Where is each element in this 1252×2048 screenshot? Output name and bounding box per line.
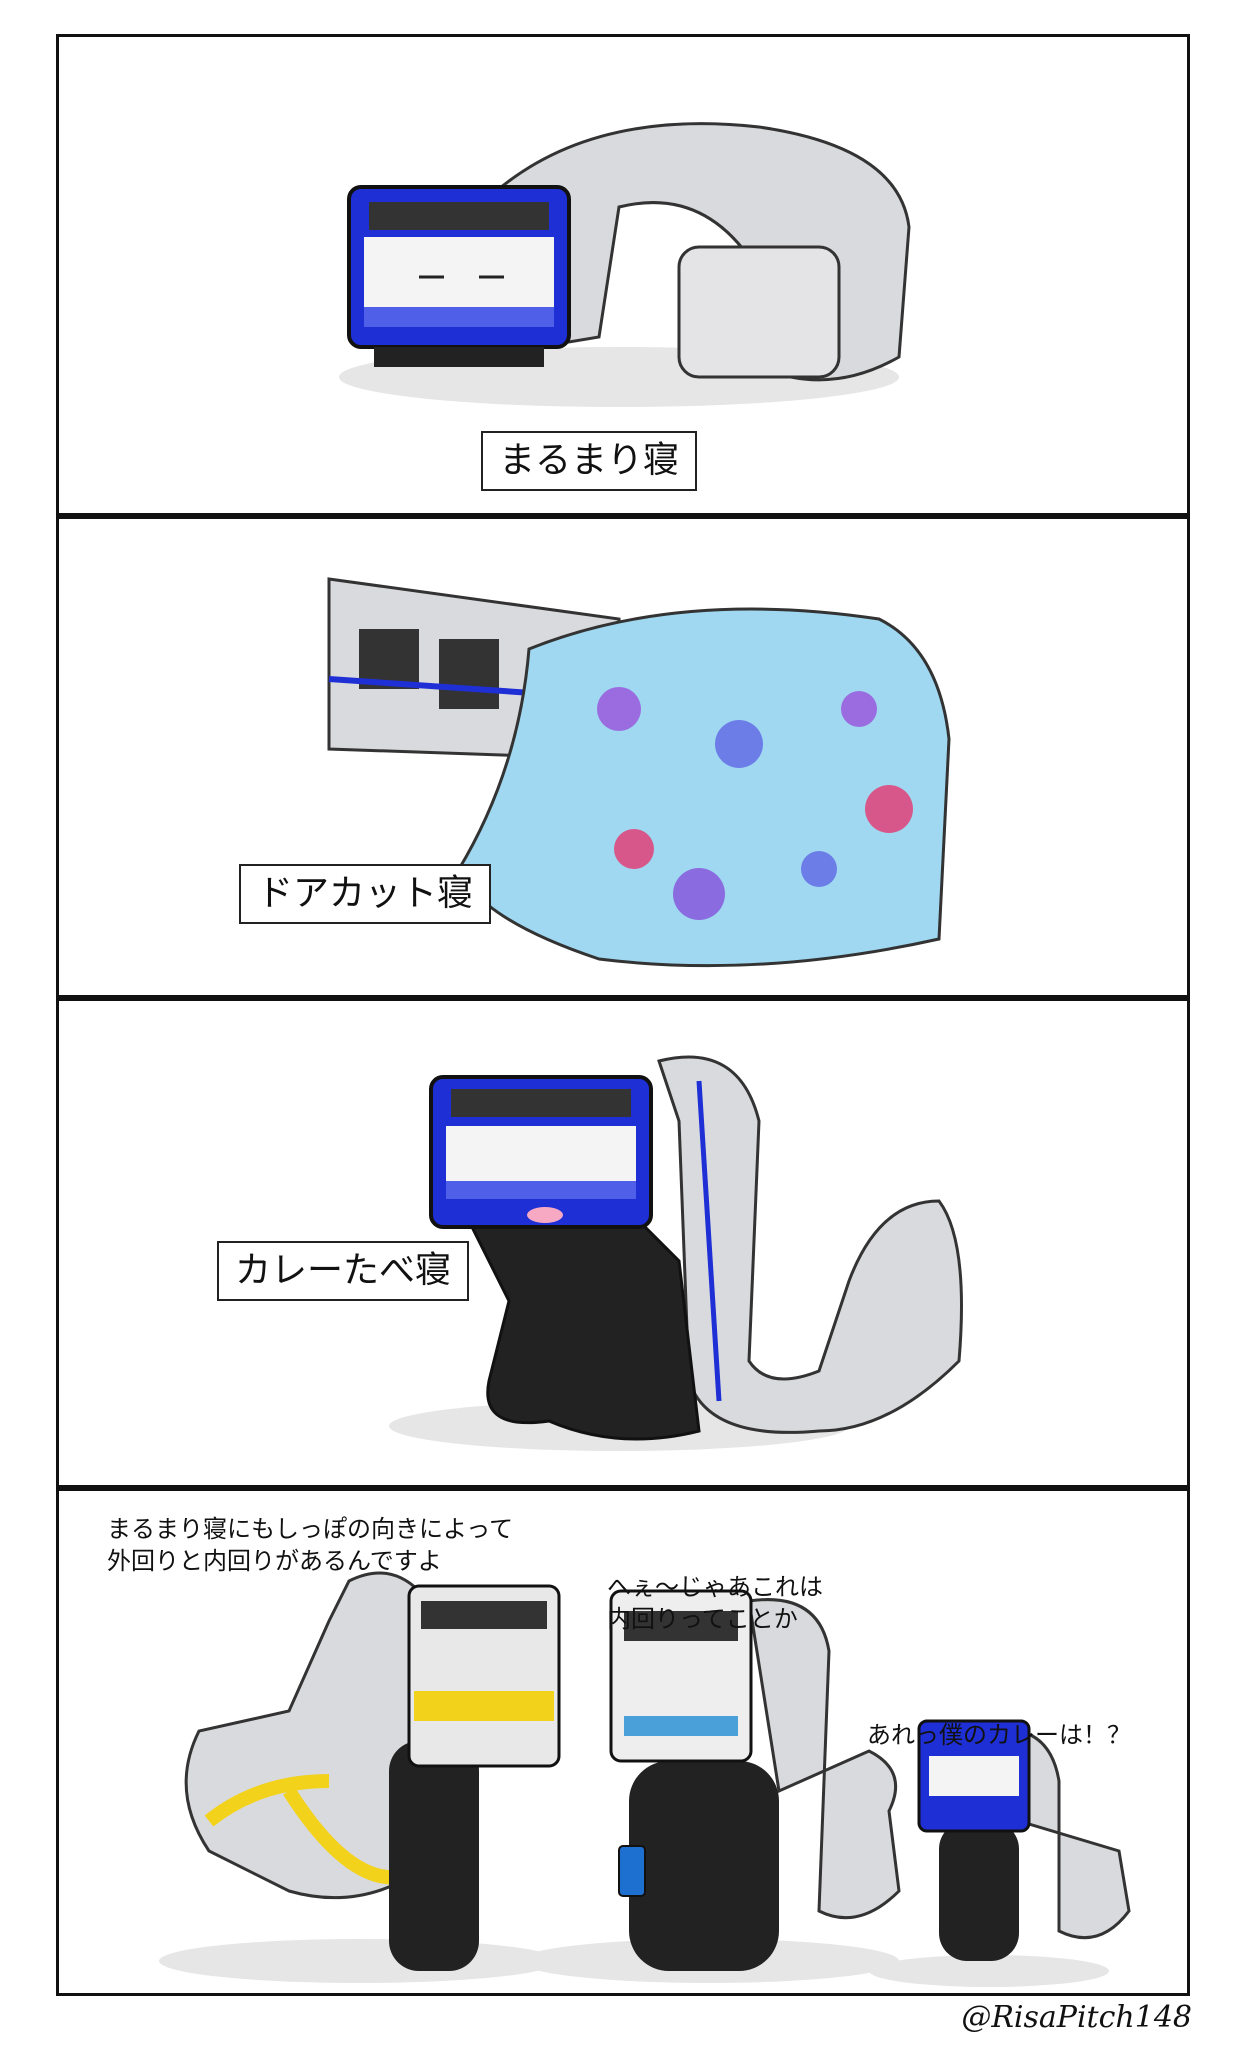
author-credit: @RisaPitch148 <box>961 2000 1192 2035</box>
comic-panel-1: まるまり寝 <box>56 34 1190 516</box>
comic-panel-4: まるまり寝にもしっぽの向きによって 外回りと内回りがあるんですよ へぇ〜じゃあこ… <box>56 1488 1190 1996</box>
caption-label: まるまり寝 <box>481 431 698 491</box>
comic-panel-2: ドアカット寝 <box>56 516 1190 998</box>
caption-label: ドアカット寝 <box>239 864 492 924</box>
three-trains-illustration <box>159 1571 1131 1987</box>
curry-eating-train-illustration <box>389 1055 963 1451</box>
caption-label: カレーたべ寝 <box>217 1241 470 1301</box>
speech-text: まるまり寝にもしっぽの向きによって 外回りと内回りがあるんですよ <box>107 1515 514 1575</box>
comic-panel-3: カレーたべ寝 <box>56 998 1190 1488</box>
curled-train-illustration <box>339 122 911 407</box>
blanket-train-illustration <box>327 577 951 968</box>
speech-text: へぇ〜じゃあこれは 内回りってことか <box>607 1573 823 1633</box>
speech-text: あれっ僕のカレーは！？ <box>867 1721 1131 1749</box>
